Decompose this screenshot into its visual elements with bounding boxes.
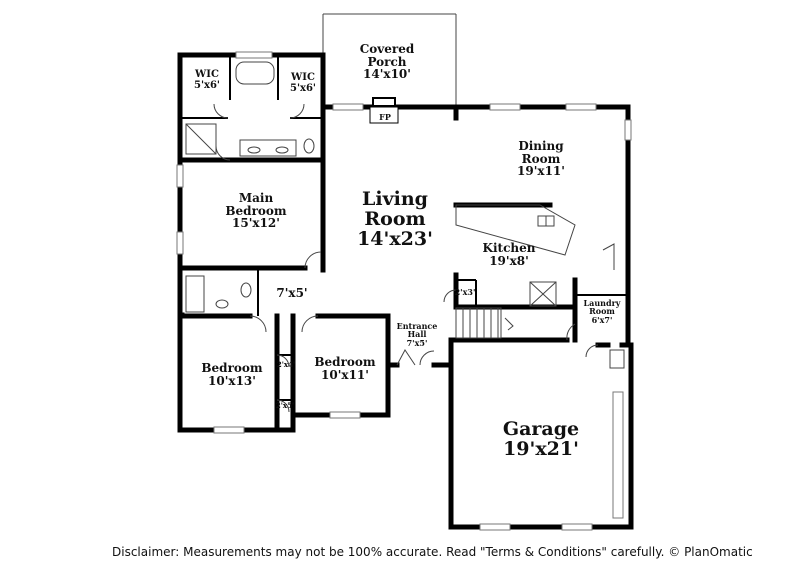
interior-walls: [177, 56, 628, 433]
laundry-room-dims: 6'x7': [591, 314, 613, 325]
fireplace-label: FP: [379, 112, 391, 122]
closet-a-label: 2'x4': [276, 360, 296, 369]
pantry-dims: 2'x3': [454, 287, 476, 297]
closet-a-dims: 2'x4': [276, 360, 296, 369]
stairs: [455, 307, 514, 339]
dining-room-label: Dining Room 19'x11': [517, 140, 565, 178]
living-room-name-1: Living: [362, 188, 428, 210]
wic-right-dims: 5'x6': [289, 82, 317, 94]
main-bedroom-dims: 15'x12': [232, 216, 280, 231]
entrance-hall-dims: 7'x5': [406, 337, 428, 348]
garage-dims: 19'x21': [503, 437, 579, 460]
covered-porch-dims: 14'x10': [363, 67, 411, 82]
laundry-appliances: [529, 281, 557, 307]
dining-room-name-1: Dining: [518, 139, 564, 153]
closet-b-dims: 2'x5': [275, 401, 295, 410]
entrance-hall-name-1: Entrance: [396, 321, 438, 331]
windows: [176, 51, 632, 531]
wic-left-dims: 5'x6': [193, 79, 221, 91]
closet-b-label: 2'x5': [275, 401, 295, 410]
wic-left-name: WIC: [195, 69, 219, 80]
entrance-hall-label: Entrance Hall 7'x5': [396, 321, 438, 348]
bedroom-right-label: Bedroom 10'x11': [314, 356, 375, 381]
wic-right-label: WIC 5'x6': [289, 72, 317, 94]
living-room-dims: 14'x23': [357, 227, 433, 250]
entrance-hall-name-2: Hall: [407, 329, 427, 340]
bedroom-right-name: Bedroom: [314, 355, 376, 369]
hall-label: 7'x5': [276, 287, 307, 300]
main-bedroom-label: Main Bedroom 15'x12': [225, 192, 286, 230]
garage-label: Garage 19'x21': [502, 418, 580, 460]
wic-left-label: WIC 5'x6': [193, 69, 221, 91]
laundry-room-label: Laundry Room 6'x7': [583, 298, 621, 325]
dining-room-dims: 19'x11': [517, 164, 565, 179]
living-room-label: Living Room 14'x23': [357, 188, 433, 250]
bedroom-left-label: Bedroom 10'x13': [201, 362, 262, 387]
living-room-name-2: Room: [364, 207, 426, 230]
laundry-room-name-2: Room: [589, 306, 615, 317]
covered-porch-name-1: Covered: [359, 42, 415, 56]
door-swings: [213, 103, 625, 413]
pantry-label: 2'x3': [454, 287, 476, 297]
kitchen-name: Kitchen: [482, 241, 536, 255]
kitchen-label: Kitchen 19'x8': [483, 242, 536, 267]
covered-porch-name-2: Porch: [367, 54, 407, 69]
hall-dims: 7'x5': [276, 286, 308, 300]
dining-room-name-2: Room: [521, 151, 561, 166]
disclaimer-text: Disclaimer: Measurements may not be 100%…: [112, 545, 753, 559]
bedroom-right-dims: 10'x11': [321, 367, 369, 382]
bedroom-left-dims: 10'x13': [208, 373, 256, 388]
covered-porch-label: Covered Porch 14'x10': [360, 43, 415, 81]
fireplace-shape: [369, 97, 399, 124]
garage-name: Garage: [502, 418, 580, 440]
main-bedroom-name-2: Bedroom: [225, 203, 287, 218]
wic-right-name: WIC: [291, 72, 315, 83]
bedroom-left-name: Bedroom: [201, 361, 263, 375]
kitchen-dims: 19'x8': [489, 253, 529, 268]
bath-fixtures: [185, 61, 315, 313]
laundry-room-name-1: Laundry: [583, 298, 621, 308]
main-bedroom-name-1: Main: [238, 191, 274, 205]
kitchen-island: [455, 204, 576, 256]
